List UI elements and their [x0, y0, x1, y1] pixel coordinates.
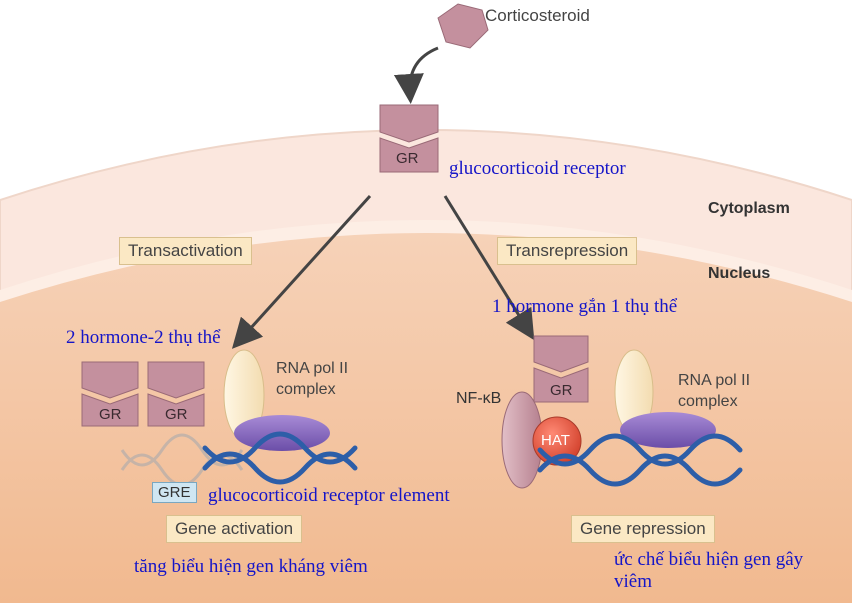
gr-right	[533, 335, 589, 403]
rna-pol-left-label-2: complex	[276, 381, 336, 398]
transactivation-box: Transactivation	[119, 237, 252, 265]
gr-right-label: GR	[550, 382, 573, 399]
corticosteroid-molecule	[437, 3, 489, 49]
two-hormone-annotation: 2 hormone-2 thụ thể	[66, 327, 221, 348]
nfkb-label: NF-κB	[456, 390, 502, 407]
transrepression-box: Transrepression	[497, 237, 638, 265]
gene-repression-box: Gene repression	[571, 515, 715, 543]
rna-pol-right-disk	[620, 412, 716, 448]
gre-annotation: glucocorticoid receptor element	[208, 485, 450, 506]
nucleus-region	[0, 233, 852, 603]
dna-left	[202, 431, 358, 485]
gene-activation-box: Gene activation	[166, 515, 303, 543]
gr-left-1-label: GR	[99, 406, 122, 423]
inhibit-expression-annotation-2: viêm	[614, 571, 652, 592]
gr-left-2-label: GR	[165, 406, 188, 423]
dna-right	[537, 433, 743, 487]
binding-arrow	[393, 46, 439, 104]
cytoplasm-label: Cytoplasm	[708, 200, 790, 217]
gr-annotation: glucocorticoid receptor	[449, 158, 626, 179]
increase-expression-annotation: tăng biểu hiện gen kháng viêm	[134, 556, 368, 577]
corticosteroid-label: Corticosteroid	[485, 6, 590, 25]
rna-pol-right-label-1: RNA pol II	[678, 372, 751, 389]
gr-top-label: GR	[396, 150, 419, 167]
rna-pol-left-label-1: RNA pol II	[276, 360, 349, 377]
arrow-transrepression	[443, 195, 535, 341]
gr-left-2	[147, 361, 205, 427]
gre-box: GRE	[152, 482, 197, 503]
nucleus-label: Nucleus	[708, 265, 771, 282]
rna-pol-right-label-2: complex	[678, 393, 738, 410]
hat-label: HAT	[541, 432, 570, 449]
arrow-transactivation	[231, 194, 372, 349]
inhibit-expression-annotation-1: ức chế biểu hiện gen gây	[614, 549, 804, 570]
gr-top	[379, 104, 439, 173]
gr-left-1	[81, 361, 139, 427]
one-hormone-annotation: 1 hormone gắn 1 thụ thể	[492, 296, 678, 317]
